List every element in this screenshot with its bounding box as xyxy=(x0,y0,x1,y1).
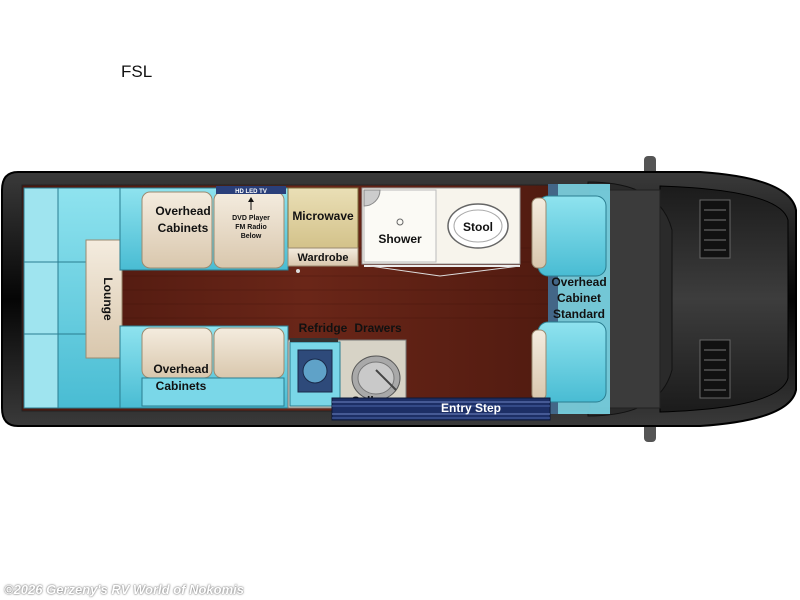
top-sofa xyxy=(119,187,289,271)
copyright-watermark: ©2026 Gerzeny's RV World of Nokomis xyxy=(4,582,244,597)
entry-step xyxy=(331,397,551,421)
hood-vent-top xyxy=(699,199,731,259)
overhead-bottom-label-2: Cabinets xyxy=(156,379,207,393)
front-cabinet-label-3: Standard xyxy=(553,307,605,321)
wardrobe xyxy=(287,247,359,267)
van-hood xyxy=(659,185,789,413)
overhead-top-label-1: Overhead xyxy=(155,204,210,218)
bottom-sofa xyxy=(119,325,289,409)
drawers-label: Drawers xyxy=(354,321,402,335)
lounge-label: Lounge xyxy=(101,277,115,321)
microwave-label: Microwave xyxy=(292,209,354,223)
dvd-label-3: Below xyxy=(241,233,262,240)
overhead-top-label-2: Cabinets xyxy=(158,221,209,235)
front-cabinet-label-1: Overhead xyxy=(551,275,606,289)
hood-vent-bottom xyxy=(699,339,731,399)
driver-seat xyxy=(531,195,607,277)
wardrobe-label: Wardrobe xyxy=(298,252,349,264)
dvd-label-1: DVD Player xyxy=(232,215,270,222)
lounge-seating xyxy=(23,187,123,409)
model-name: FSL xyxy=(121,62,153,81)
dvd-label-2: FM Radio xyxy=(235,224,267,231)
refridge-label: Refridge xyxy=(299,321,348,335)
tv-label: HD LED TV xyxy=(235,189,267,195)
bathroom xyxy=(361,187,521,277)
galley xyxy=(287,338,407,409)
front-cabinet-label-2: Cabinet xyxy=(557,291,601,305)
tv-panel xyxy=(216,186,286,194)
entry-step-label: Entry Step xyxy=(441,401,501,415)
stool-label: Stool xyxy=(463,220,493,234)
passenger-seat xyxy=(531,321,607,403)
overhead-bottom-label-1: Overhead xyxy=(153,362,208,376)
shower-label: Shower xyxy=(378,232,422,246)
microwave-cabinet xyxy=(287,187,359,249)
